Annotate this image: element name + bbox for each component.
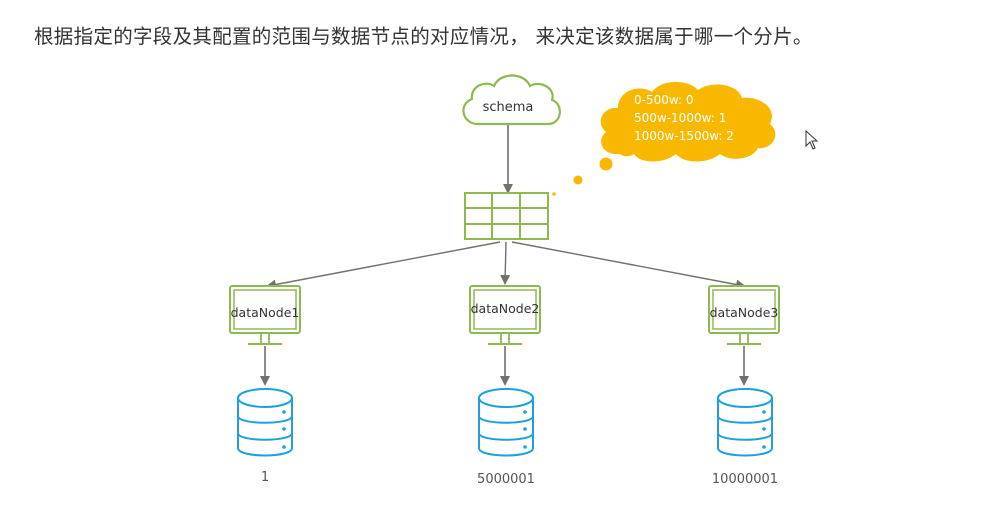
range-line-3: 1000w-1500w: 2 xyxy=(634,129,734,143)
db-start-label: 5000001 xyxy=(477,472,535,487)
db-start-label: 10000001 xyxy=(712,472,778,487)
thought-cloud-icon xyxy=(600,82,776,162)
thought-dot-small xyxy=(552,192,556,196)
data-node-3: dataNode3 xyxy=(708,285,780,345)
database-icon xyxy=(237,388,293,457)
monitor-icon xyxy=(708,285,780,345)
schema-node: schema xyxy=(462,74,561,126)
arrow-table-to-node3 xyxy=(511,241,746,290)
monitor-icon xyxy=(469,285,541,345)
thought-dot-medium xyxy=(573,175,583,185)
thought-dot-large xyxy=(599,157,613,171)
arrow-table-to-node2 xyxy=(500,241,511,285)
database-icon xyxy=(478,388,534,457)
mouse-pointer-icon xyxy=(805,129,819,150)
arrow-table-to-node1 xyxy=(266,241,501,290)
node-label: dataNode1 xyxy=(231,305,300,320)
table-grid-icon xyxy=(464,192,549,240)
range-bubble: 0-500w: 0 500w-1000w: 1 1000w-1500w: 2 xyxy=(600,82,776,162)
headline: 根据指定的字段及其配置的范围与数据节点的对应情况， 来决定该数据属于哪一个分片。 xyxy=(34,25,813,48)
monitor-icon xyxy=(229,285,301,345)
data-node-2: dataNode2 xyxy=(469,285,541,345)
db-start-label: 1 xyxy=(261,470,269,485)
node-label: dataNode3 xyxy=(710,305,779,320)
range-line-1: 0-500w: 0 xyxy=(634,93,694,107)
database-icon xyxy=(717,388,773,457)
range-line-2: 500w-1000w: 1 xyxy=(634,111,726,125)
cloud-icon xyxy=(462,74,561,126)
data-node-1: dataNode1 xyxy=(229,285,301,345)
node-label: dataNode2 xyxy=(471,301,540,316)
schema-label: schema xyxy=(483,100,534,115)
